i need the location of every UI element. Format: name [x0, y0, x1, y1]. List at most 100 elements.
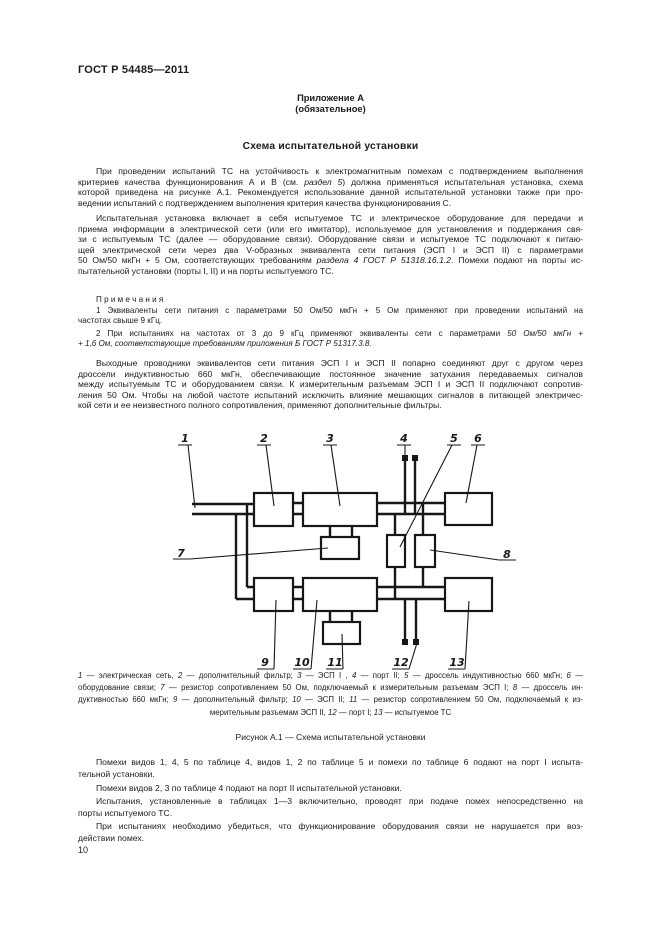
callout-leaders	[173, 444, 516, 670]
text-line: тельной установки.	[78, 769, 155, 780]
callout-5: 5	[450, 432, 458, 445]
text-line: При испытаниях необходимо убедиться, что…	[96, 821, 583, 831]
figure-caption: 1 — электрическая сеть, 2 — дополнительн…	[78, 670, 583, 719]
leader-4	[397, 444, 411, 457]
block-5-choke-660uh	[385, 533, 407, 569]
leader-11	[326, 633, 344, 670]
text-line: приема информации в электрической сети (…	[78, 223, 583, 234]
choke-connectors	[393, 503, 425, 599]
mains-branch-wires	[234, 504, 254, 601]
text-line: критериев качества функционирования А и …	[78, 176, 583, 187]
callout-8: 8	[503, 548, 511, 561]
paragraph-intro-3: Выходные проводники эквивалентов сети пи…	[78, 358, 583, 411]
leader-5	[399, 444, 461, 548]
text-line: При проведении испытаний ТС на устойчиво…	[96, 166, 583, 176]
note-2: 2 При испытаниях на частотах от 3 до 9 к…	[78, 329, 583, 350]
port-1-terminal-right	[413, 639, 419, 645]
block-2-additional-filter	[252, 491, 295, 528]
text-line: порты испытуемого ТС.	[78, 808, 173, 819]
leader-1	[178, 444, 196, 509]
leader-9	[257, 599, 277, 670]
circuit-wires	[192, 459, 445, 642]
block-8-choke-660uh	[413, 533, 437, 569]
callout-13: 13	[449, 656, 465, 669]
leader-6	[465, 444, 485, 504]
text-line: Помехи видов 1, 4, 5 по таблице 4, видов…	[96, 757, 583, 767]
callout-3: 3	[326, 432, 334, 445]
block-11-resistor-50ohm	[321, 620, 362, 646]
text-line: Испытательная установка включает в себя …	[96, 213, 583, 223]
caption-line: мерительным разъемам ЭСП II, 12 — порт I…	[209, 707, 452, 717]
text-line: частотах свыше 9 кГц.	[78, 316, 163, 326]
text-line: кой сети и ее неизвестного полного сопро…	[78, 400, 442, 410]
wire-filter-to-esp2	[293, 585, 303, 601]
callout-2: 2	[260, 432, 268, 445]
caption-line: оборудование связи; 7 — резистор сопроти…	[78, 683, 583, 693]
wire-filter-to-esp1	[293, 501, 303, 516]
leader-10	[293, 599, 318, 670]
page-number: 10	[78, 845, 89, 855]
text-line: 50 Ом/50 мкГн + 5 Ом, соответствующих тр…	[78, 255, 584, 265]
text-line: + 1,6 Ом, соответствующие требованиям пр…	[78, 339, 372, 349]
callout-6: 6	[474, 432, 482, 445]
callout-7: 7	[177, 547, 185, 560]
appendix-title: Приложение А	[297, 93, 364, 103]
leader-13	[448, 600, 470, 670]
leader-12	[392, 642, 418, 670]
document-header: ГОСТ Р 54485—2011	[78, 64, 190, 76]
appendix-subtitle: (обязательное)	[295, 104, 366, 114]
block-7-resistor-50ohm	[319, 535, 361, 561]
text-line: 2 При испытаниях на частотах от 3 до 9 к…	[96, 328, 583, 338]
text-line: между испытуемым ТС и оборудованием связ…	[78, 379, 583, 389]
callout-labels: 1 2 3 4 5 6 7 8 9 10 11 12 13	[177, 432, 511, 669]
block-6-comm-equipment	[443, 491, 494, 527]
callout-11: 11	[327, 656, 342, 669]
paragraph-closing-4: При испытаниях необходимо убедиться, что…	[78, 820, 583, 845]
wire-esp2-to-eut	[377, 585, 445, 601]
paragraph-closing-2: Помехи видов 2, 3 по таблице 4 подают на…	[78, 782, 583, 794]
wire-esp1-to-comm	[377, 501, 445, 516]
resistor-connectors	[328, 526, 354, 622]
caption-line: дуктивностью 660 мкГн; 9 — дополнительны…	[78, 695, 583, 705]
callout-1: 1	[181, 432, 189, 445]
text-line: которой приведена на рисунке А.1. Рекоме…	[78, 187, 583, 197]
block-9-additional-filter	[252, 576, 295, 613]
text-line: зи с испытуемым ТС (далее — оборудование…	[78, 234, 583, 244]
text-line: щей электрической сети через два V-образ…	[78, 244, 583, 255]
notes-heading: П р и м е ч а н и я	[96, 295, 164, 304]
callout-12: 12	[393, 656, 409, 669]
note-1: 1 Эквиваленты сети питания с параметрами…	[78, 306, 583, 327]
leader-3	[323, 444, 341, 507]
port-2-terminal-right	[412, 455, 418, 461]
callout-9: 9	[261, 656, 269, 669]
paragraph-intro-2: Испытательная установка включает в себя …	[78, 213, 583, 276]
figure-number-label: Рисунок А.1 — Схема испытательной устано…	[235, 732, 426, 742]
port-2-wires	[403, 459, 417, 514]
circuit-blocks	[252, 491, 494, 646]
text-line: Помехи видов 2, 3 по таблице 4 подают на…	[96, 783, 402, 793]
caption-line: 1 — электрическая сеть, 2 — дополнительн…	[78, 671, 583, 680]
text-line: действии помех.	[78, 833, 144, 844]
paragraph-closing-3: Испытания, установленные в таблицах 1—3 …	[78, 795, 583, 820]
leader-2	[257, 444, 275, 507]
port-1-terminal-left	[402, 639, 408, 645]
text-line: Выходные проводники эквивалентов сети пи…	[96, 358, 583, 368]
text-line: дроссели индуктивностью 660 мкГн, обеспе…	[78, 368, 583, 379]
figure-a1-diagram: 1 2 3 4 5 6 7 8 9 10 11 12 13	[173, 432, 516, 670]
block-3-esp-1	[301, 491, 379, 528]
text-line: 1 Эквиваленты сети питания с параметрами…	[96, 305, 583, 315]
paragraph-intro-1: При проведении испытаний ТС на устойчиво…	[78, 166, 583, 208]
section-heading: Схема испытательной установки	[242, 141, 419, 152]
text-line: ления 50 Ом. Чтобы на любой частоте испы…	[78, 389, 583, 400]
text-line: Испытания, установленные в таблицах 1—3 …	[96, 796, 583, 806]
text-line: пытательной установки (порты I, II) и на…	[78, 265, 334, 276]
leader-7	[173, 547, 329, 560]
leader-8	[429, 549, 516, 561]
mains-entry-wires	[192, 502, 254, 516]
port-terminals	[402, 455, 419, 645]
block-10-esp-2	[301, 576, 379, 613]
callout-4: 4	[399, 432, 408, 445]
paragraph-closing-1: Помехи видов 1, 4, 5 по таблице 4, видов…	[78, 756, 583, 781]
port-2-terminal-left	[402, 455, 408, 461]
